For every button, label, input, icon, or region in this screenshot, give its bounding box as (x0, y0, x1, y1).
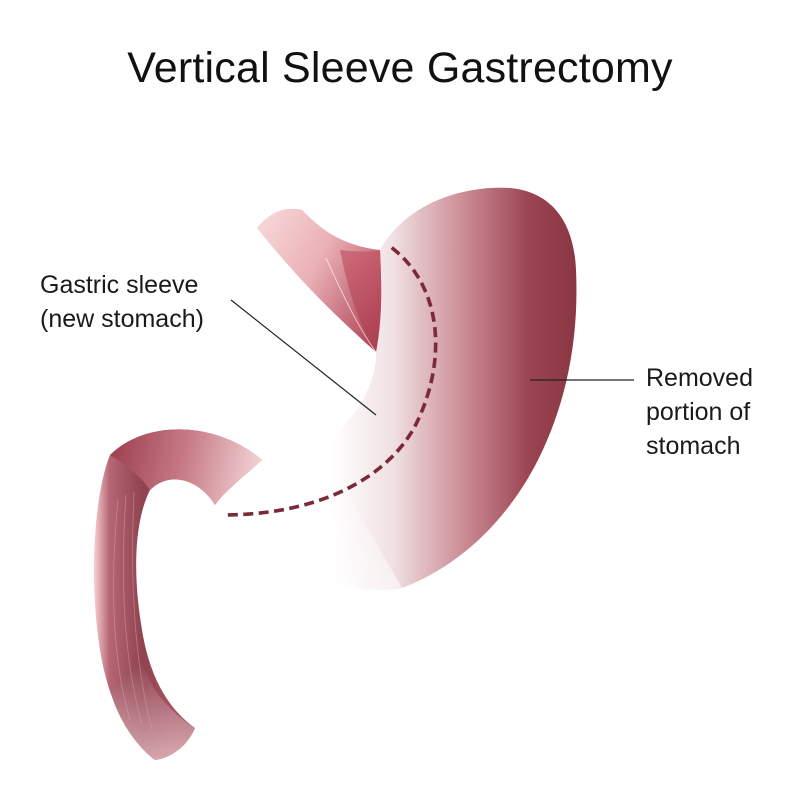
staple-mark (360, 474, 371, 483)
staple-mark (432, 357, 437, 369)
diagram-title: Vertical Sleeve Gastrectomy (127, 44, 673, 92)
staple-mark (433, 326, 438, 338)
duodenum-end (110, 660, 195, 760)
removed-portion-label-line: stomach (646, 432, 741, 460)
staple-mark (424, 387, 432, 399)
gastric-sleeve-label-line: Gastric sleeve (40, 271, 199, 299)
staple-mark (273, 507, 285, 513)
staple-mark (429, 372, 435, 384)
removed-portion-label-line: Removed (646, 364, 753, 392)
staple-mark (430, 311, 436, 323)
staple-mark (372, 464, 383, 474)
staple-mark (288, 504, 300, 511)
esophagus-edge (325, 257, 377, 353)
staple-mark (405, 430, 414, 441)
staple-mark (332, 489, 344, 497)
gastric-sleeve-label-line: (new stomach) (40, 305, 204, 333)
staple-mark (390, 246, 401, 256)
duodenum-texture (113, 491, 153, 731)
staple-mark (346, 482, 358, 491)
staple-mark (419, 282, 428, 293)
duodenum-top (110, 429, 262, 505)
staple-mark (318, 495, 330, 503)
staple-mark (402, 256, 412, 267)
staple-line (227, 246, 438, 517)
staple-mark (433, 342, 438, 353)
staple-mark (413, 416, 421, 428)
staple-mark (258, 510, 269, 515)
sleeve-leader-line (230, 299, 377, 416)
staple-mark (426, 296, 433, 308)
staple-mark (395, 442, 405, 453)
staple-mark (384, 454, 395, 464)
esophagus (257, 208, 382, 352)
gastric-sleeve-label: Gastric sleeve (new stomach) (40, 268, 204, 336)
staple-mark (411, 268, 421, 280)
esophagus-inner (340, 250, 382, 352)
staple-mark (303, 500, 315, 507)
removed-portion-label: Removed portion of stomach (646, 361, 753, 463)
stomach-body-fade (215, 448, 402, 591)
staple-mark (227, 512, 238, 517)
staple-mark (243, 511, 254, 517)
removed-portion-label-line: portion of (646, 398, 751, 426)
staple-mark (419, 402, 427, 414)
